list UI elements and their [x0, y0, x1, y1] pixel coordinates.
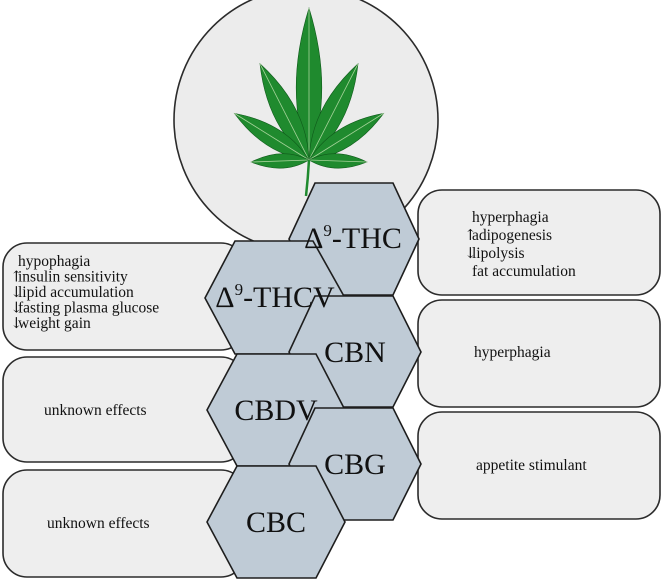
effect-thc-3: fat accumulation	[472, 263, 576, 280]
hex-cbc	[206, 465, 346, 579]
label-thcv: Δ9-THCV	[215, 280, 335, 314]
cannabis-leaf-icon	[233, 6, 385, 197]
arrow-thc-2: ↓	[464, 244, 477, 262]
effect-thcv-0: hypophagia	[18, 253, 90, 270]
effect-thc-2: lipolysis	[472, 245, 525, 262]
leaflet-vein-1	[308, 63, 359, 161]
effects-thcv: hypophagia↑insulin sensitivity↓lipid acc…	[10, 253, 159, 332]
leaflet-vein-5	[308, 159, 367, 163]
effect-thc-1: adipogenesis	[472, 227, 552, 244]
leaflet-vein-2	[259, 63, 310, 161]
leaflet-vein-4	[234, 113, 310, 161]
effect-thc-0: hyperphagia	[472, 209, 549, 226]
leaflet-vein-6	[251, 159, 310, 163]
arrow-thcv-3: ↓	[10, 299, 23, 317]
leaflet-vein-3	[308, 113, 384, 161]
leaf-stem	[304, 159, 311, 197]
arrow-thcv-1: ↑	[10, 268, 23, 286]
effect-thcv-2: lipid accumulation	[18, 284, 134, 301]
label-cbn: CBN	[324, 336, 386, 369]
arrow-thcv-2: ↓	[10, 283, 23, 301]
effect-cbn-0: hyperphagia	[474, 344, 551, 361]
effect-thcv-4: weight gain	[18, 315, 91, 332]
effect-cbg-0: appetite stimulant	[476, 457, 587, 474]
label-thc: Δ9-THC	[304, 221, 402, 255]
effect-thcv-3: fasting plasma glucose	[18, 300, 159, 317]
effects-cbg: appetite stimulant	[476, 457, 587, 474]
effect-thcv-1: insulin sensitivity	[18, 269, 128, 286]
effects-cbc: unknown effects	[47, 515, 150, 532]
label-cbdv: CBDV	[234, 394, 318, 427]
label-cbg: CBG	[324, 448, 386, 481]
label-cbc: CBC	[246, 506, 306, 539]
effects-cbn: hyperphagia	[474, 344, 551, 361]
effect-cbc-0: unknown effects	[47, 515, 150, 532]
arrow-thcv-4: ↓	[10, 314, 23, 332]
effects-cbdv: unknown effects	[44, 402, 147, 419]
effect-cbdv-0: unknown effects	[44, 402, 147, 419]
arrow-thc-1: ↑	[464, 226, 477, 244]
